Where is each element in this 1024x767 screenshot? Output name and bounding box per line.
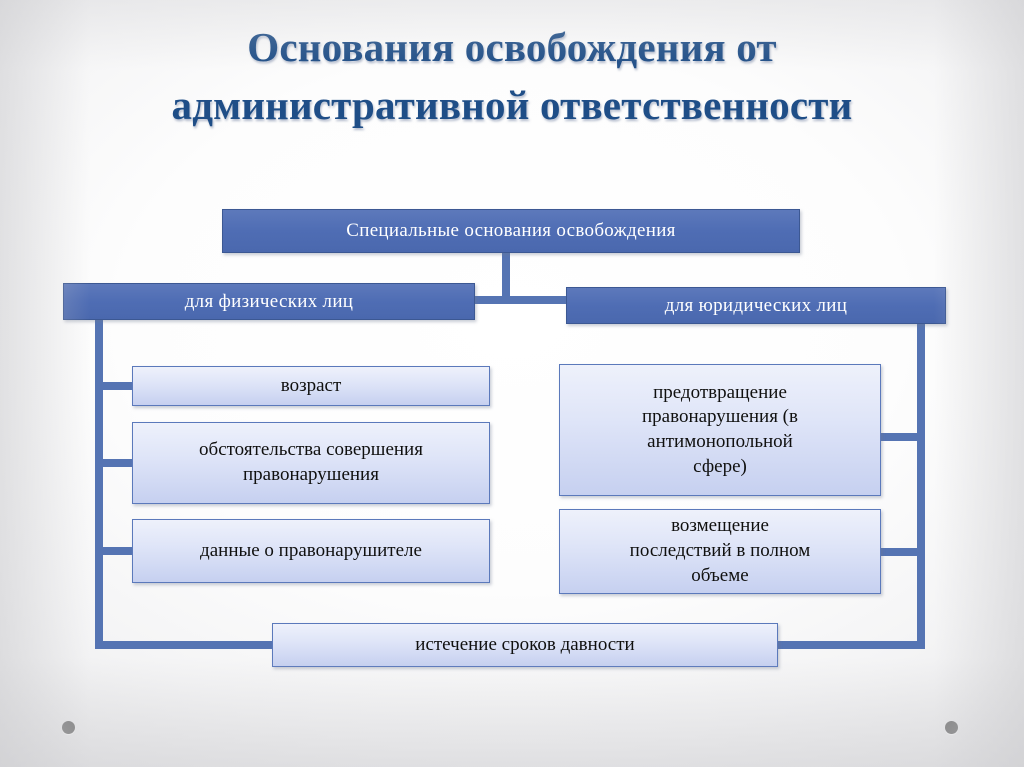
node-branch-individuals-header[interactable]: для физических лиц xyxy=(63,283,475,320)
node-individuals-item-2-label: обстоятельства совершения правонарушения xyxy=(199,439,423,485)
decorative-dot-right xyxy=(945,721,958,734)
node-shared-limitation-period-label: истечение сроков давности xyxy=(415,633,635,655)
decorative-dot-left xyxy=(62,721,75,734)
node-shared-limitation-period[interactable]: истечение сроков давности xyxy=(272,623,778,667)
node-individuals-item-1-label: возраст xyxy=(280,374,342,396)
node-root-label: Специальные основания освобождения xyxy=(346,220,676,241)
node-individuals-item-3-label: данные о правонарушителе xyxy=(200,539,422,561)
node-individuals-item-1[interactable]: возраст xyxy=(132,366,490,406)
node-legal-entities-item-1[interactable]: предотвращение правонарушения (в антимон… xyxy=(559,364,881,496)
node-branch-individuals-label: для физических лиц xyxy=(184,290,354,312)
node-branch-legal-entities-header[interactable]: для юридических лиц xyxy=(566,287,946,324)
node-branch-legal-entities-label: для юридических лиц xyxy=(664,294,848,316)
node-root[interactable]: Специальные основания освобождения xyxy=(222,209,800,253)
node-legal-entities-item-2[interactable]: возмещение последствий в полном объеме xyxy=(559,509,881,594)
node-legal-entities-item-2-label: возмещение последствий в полном объеме xyxy=(629,515,811,586)
node-individuals-item-2[interactable]: обстоятельства совершения правонарушения xyxy=(132,422,490,504)
node-legal-entities-item-1-label: предотвращение правонарушения (в антимон… xyxy=(642,381,798,477)
node-individuals-item-3[interactable]: данные о правонарушителе xyxy=(132,519,490,583)
